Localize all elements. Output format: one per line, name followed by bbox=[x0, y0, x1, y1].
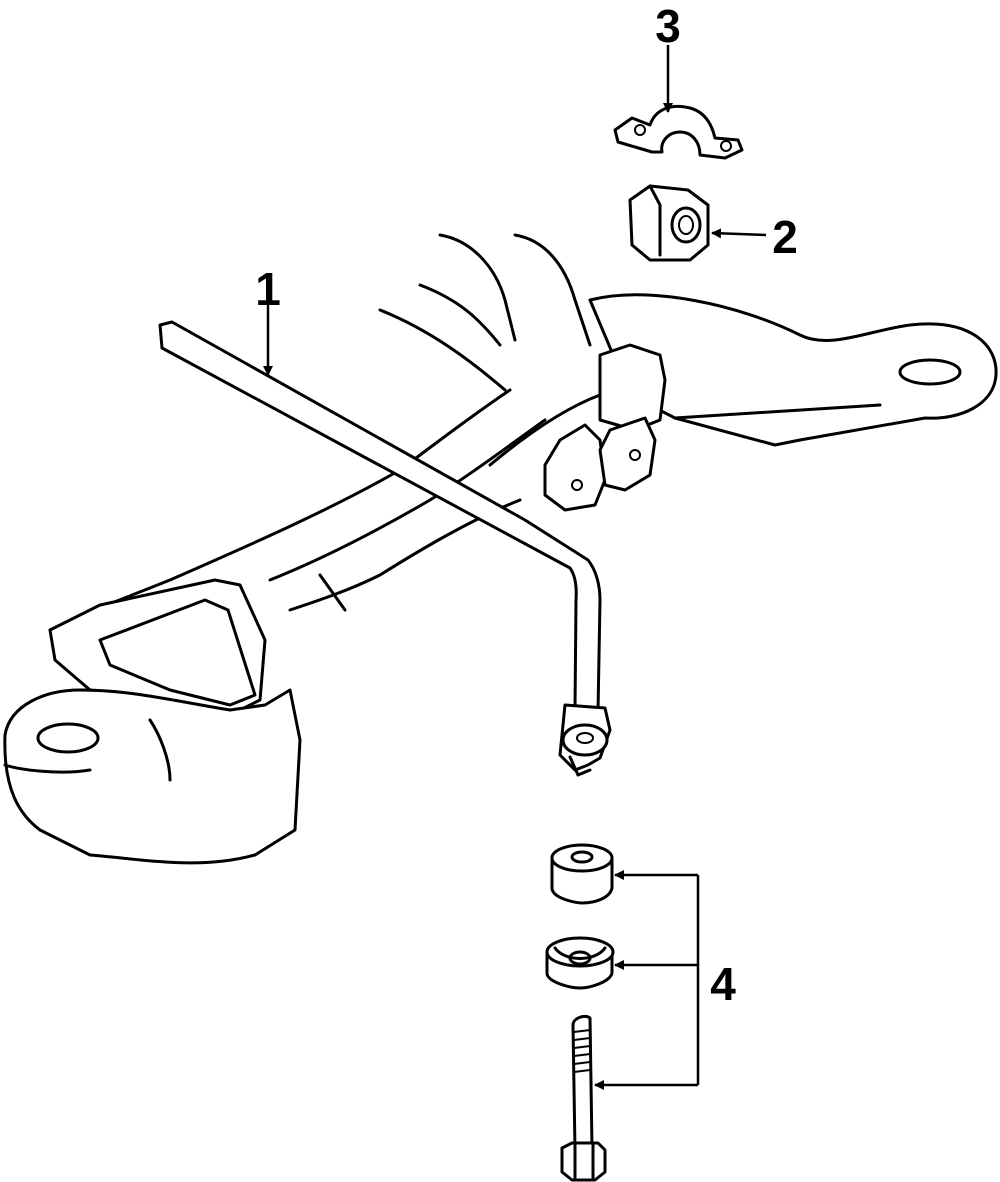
mount-hole-right bbox=[898, 358, 962, 386]
link-kit bbox=[545, 843, 615, 1182]
stabilizer-bar bbox=[158, 320, 612, 777]
callout-4: 4 bbox=[710, 958, 736, 1010]
insulator-upper bbox=[550, 843, 614, 905]
link-bolt bbox=[560, 1014, 607, 1182]
mount-hole-left bbox=[36, 722, 100, 754]
insulator-lower bbox=[545, 936, 615, 990]
callout-2: 2 bbox=[772, 211, 798, 263]
bracket-clamp bbox=[613, 104, 744, 160]
leader-lines bbox=[263, 45, 767, 1090]
callout-3: 3 bbox=[655, 0, 681, 52]
crossmember bbox=[3, 233, 998, 865]
callout-1: 1 bbox=[255, 263, 281, 315]
bar-bushing bbox=[628, 184, 710, 262]
